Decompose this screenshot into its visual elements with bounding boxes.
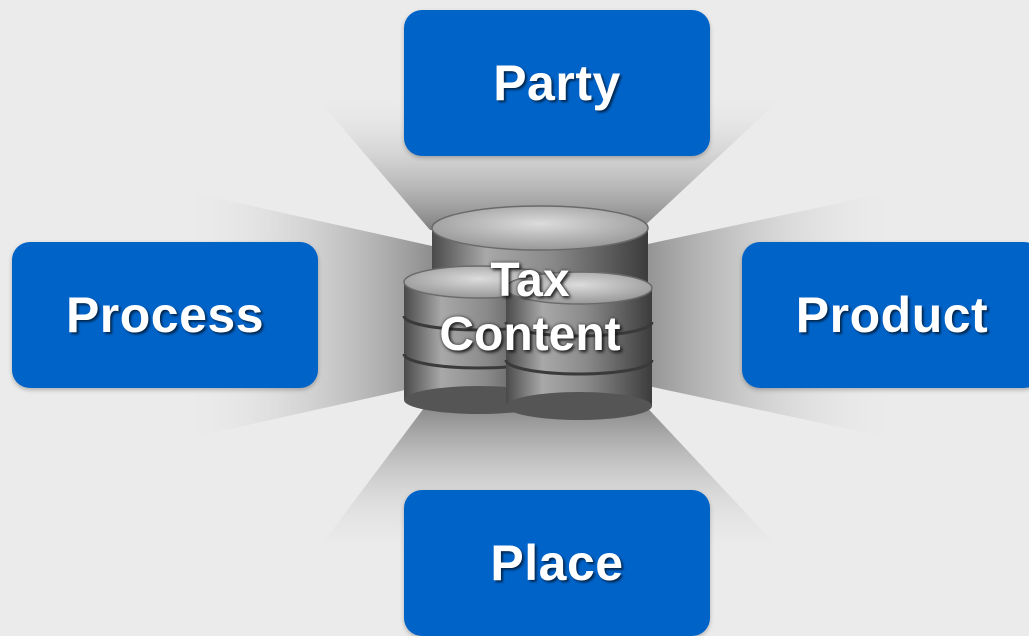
center-label-line2: Content <box>439 308 621 361</box>
center-label-line1: Tax <box>490 254 570 307</box>
node-product-label: Product <box>795 287 989 343</box>
node-place-label: Place <box>490 535 624 591</box>
node-place: Place <box>404 490 710 636</box>
center-label: Tax Content <box>400 254 660 362</box>
node-process-label: Process <box>65 287 265 343</box>
node-process: Process <box>12 242 318 388</box>
node-party: Party <box>404 10 710 156</box>
database-stack-icon <box>402 205 654 420</box>
node-product: Product <box>742 242 1029 388</box>
db-cylinder-right <box>504 271 654 420</box>
node-party-label: Party <box>493 55 621 111</box>
